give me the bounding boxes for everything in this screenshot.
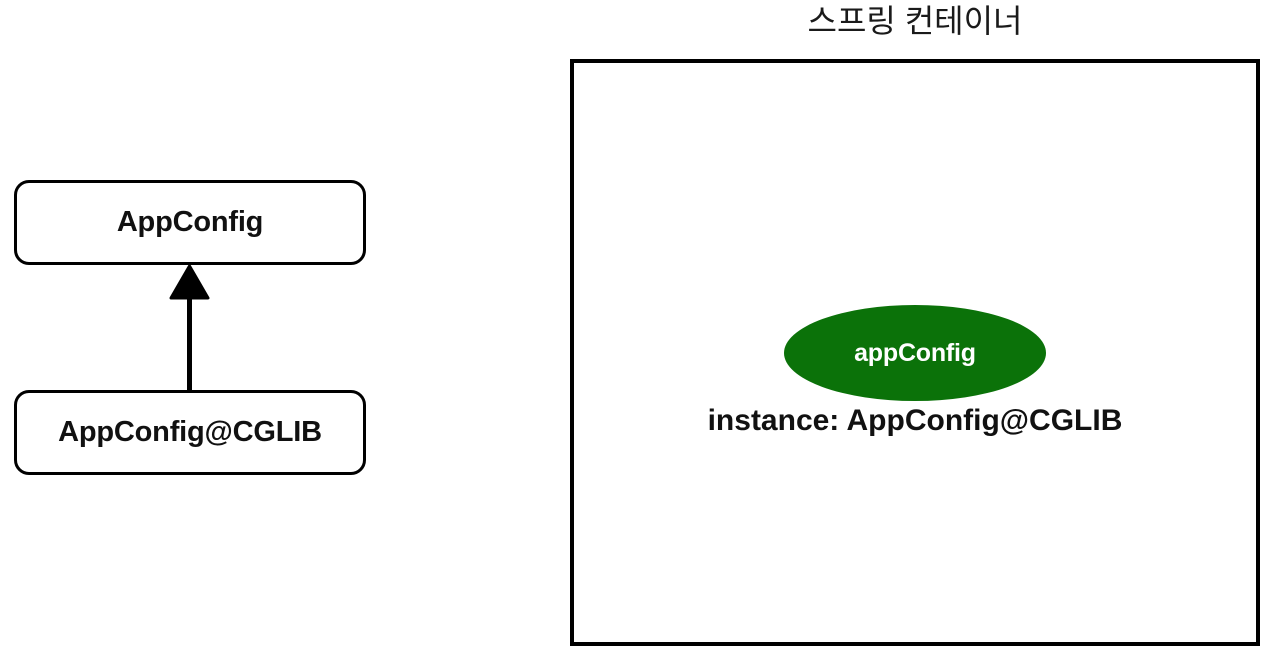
bean-instance-label: instance: AppConfig@CGLIB (707, 404, 1123, 437)
bean-group: appConfig instance: AppConfig@CGLIB (667, 246, 1163, 446)
class-box-appconfig-label: AppConfig (116, 206, 264, 238)
bean-ellipse: appConfig (784, 305, 1046, 401)
inheritance-arrow-head (169, 264, 210, 300)
class-box-appconfig: AppConfig (14, 180, 366, 265)
spring-container-title: 스프링 컨테이너 (807, 3, 1023, 39)
class-box-appconfig-cglib-label: AppConfig@CGLIB (58, 416, 322, 448)
inheritance-arrow-icon (169, 264, 210, 394)
class-box-appconfig-cglib: AppConfig@CGLIB (14, 390, 366, 475)
bean-name-label: appConfig (854, 338, 976, 367)
